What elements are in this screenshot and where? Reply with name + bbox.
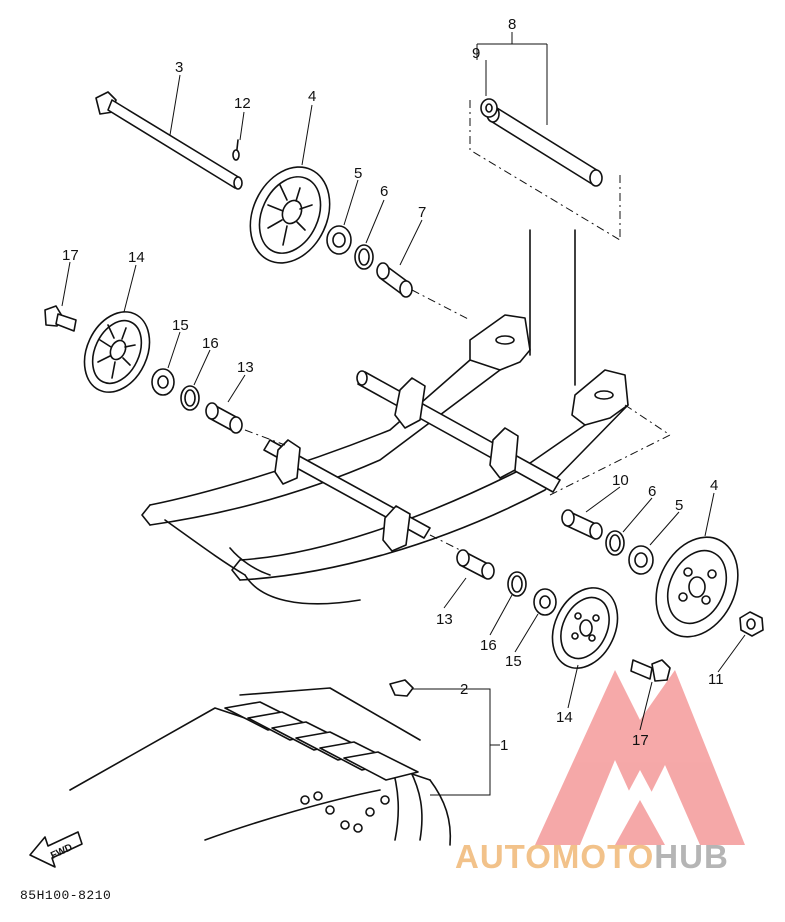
bolt-part-17-left [44,305,77,332]
spacer-part-13-right [456,549,495,580]
brand-moto: MOTO [551,838,655,875]
bolt-part-17-right [630,659,671,682]
circlip-part-6-right [605,530,625,556]
callout-numbers: 1 2 3 4 4 5 5 6 6 7 8 9 10 11 12 13 13 1… [62,16,724,754]
callout-13-right: 13 [436,611,453,628]
spacer-part-7 [376,262,413,298]
callout-16-right: 16 [480,637,497,654]
track-part-1 [69,687,452,846]
callout-10: 10 [612,472,629,489]
callout-8: 8 [508,16,516,33]
callout-1: 1 [500,737,508,754]
circlip-part-6-upper [354,244,374,270]
callout-5-upper: 5 [354,165,362,182]
clip-part-2 [389,679,414,697]
forward-arrow-icon: FWD [29,831,83,868]
watermark-brand: AUTOMOTOHUB [455,838,729,876]
bearing-part-15-left [151,368,175,396]
wheel-part-14-right [551,587,619,669]
wheel-part-14-left [83,311,151,393]
nut-part-11 [739,611,764,637]
callout-11: 11 [708,671,724,688]
callout-13-left: 13 [237,359,254,376]
callout-4-right: 4 [710,477,718,494]
spacer-part-13-left [205,402,243,434]
callout-14-left: 14 [128,249,145,266]
callout-15-left: 15 [172,317,189,334]
bearing-part-15-right [533,588,557,616]
bearing-part-5-right [628,545,654,575]
brand-auto: AUTO [455,838,552,875]
callout-6-upper: 6 [380,183,388,200]
callout-4-upper: 4 [308,88,316,105]
callout-12: 12 [234,95,251,112]
callout-7: 7 [418,204,426,221]
part-code: 85H100-8210 [20,888,112,903]
callout-5-right: 5 [675,497,683,514]
callout-9: 9 [472,45,480,62]
callout-16-left: 16 [202,335,219,352]
brand-hub: HUB [654,838,729,875]
spacer-part-10 [561,509,603,540]
watermark-logo [535,670,745,845]
washer-part-9 [480,98,498,118]
collar-part-8 [486,105,603,187]
axle-part-3 [95,91,243,190]
callout-2: 2 [460,681,468,698]
bearing-part-5-upper [326,225,352,255]
wheel-part-4-right [655,536,739,638]
leader-lines [61,32,746,796]
wheel-part-4-upper [249,166,331,264]
callout-14-right: 14 [556,709,573,726]
callout-15-right: 15 [505,653,522,670]
callout-6-right: 6 [648,483,656,500]
callout-17-left: 17 [62,247,79,264]
callout-17-right: 17 [632,732,649,749]
callout-3: 3 [175,59,183,76]
circlip-part-16-left [180,385,200,411]
cotter-pin-part-12 [232,139,240,161]
circlip-part-16-right [507,571,527,597]
